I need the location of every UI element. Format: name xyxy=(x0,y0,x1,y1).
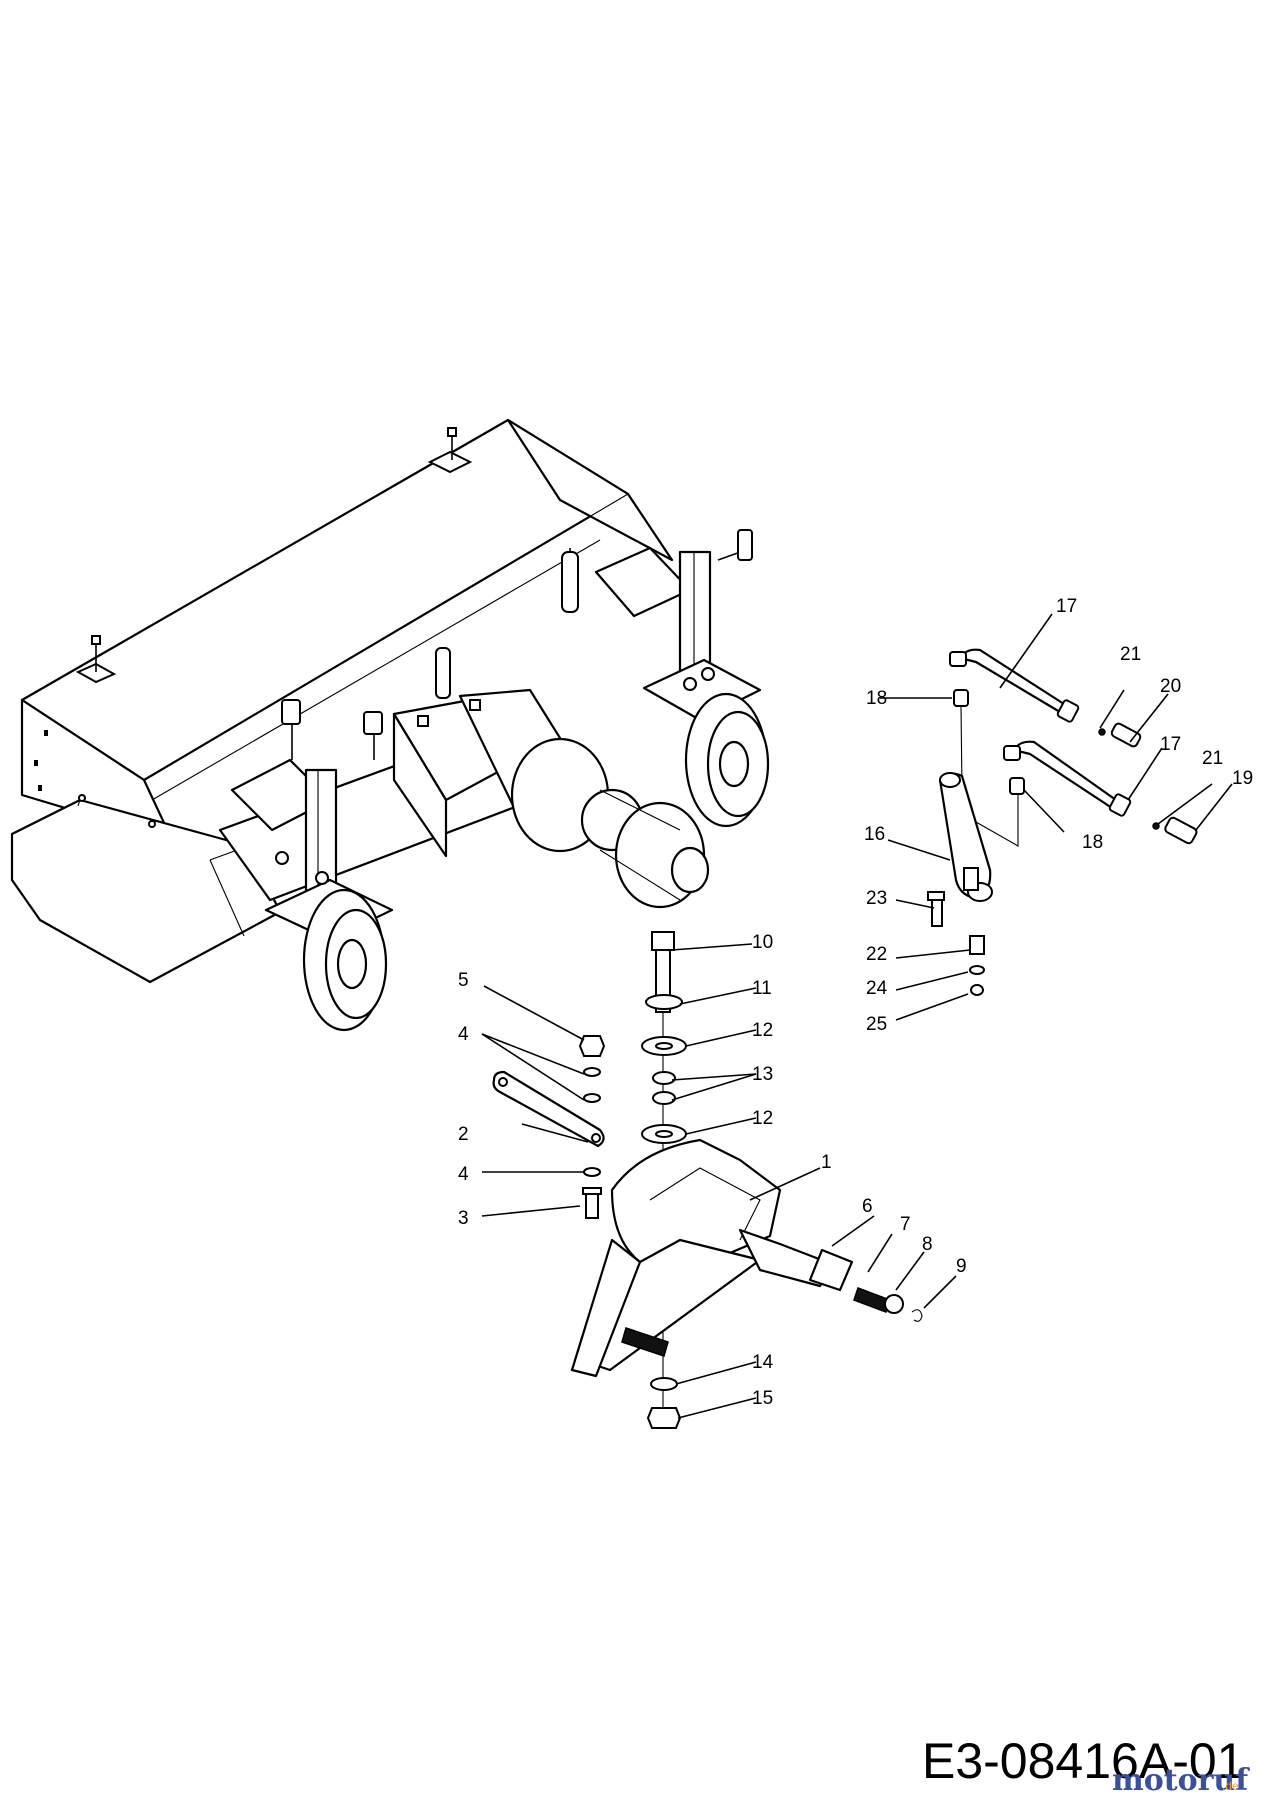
callout-23: 23 xyxy=(866,888,887,909)
callout-7: 7 xyxy=(900,1214,911,1235)
callout-20: 20 xyxy=(1160,676,1181,697)
callout-19: 19 xyxy=(1232,768,1253,789)
callout-labels: 1 2 3 4 4 5 6 7 8 9 10 11 12 13 12 14 15… xyxy=(458,596,1253,1409)
watermark-suffix: .de xyxy=(1222,1779,1239,1793)
callout-16: 16 xyxy=(864,824,885,845)
callout-3: 3 xyxy=(458,1208,469,1229)
callout-8: 8 xyxy=(922,1234,933,1255)
callout-10: 10 xyxy=(752,932,773,953)
callout-15: 15 xyxy=(752,1388,773,1409)
link-plate xyxy=(492,1035,606,1219)
callout-13: 13 xyxy=(752,1064,773,1085)
drawing-code: E3-08416A-01 xyxy=(922,1733,1244,1789)
callout-21b: 21 xyxy=(1202,748,1223,769)
callout-17b: 17 xyxy=(1160,734,1181,755)
callout-22: 22 xyxy=(866,944,887,965)
callout-25: 25 xyxy=(866,1014,887,1035)
callout-24: 24 xyxy=(866,978,888,999)
callout-4a: 4 xyxy=(458,1024,469,1045)
callout-5: 5 xyxy=(458,970,469,991)
callout-2: 2 xyxy=(458,1124,469,1145)
right-caster-wheel xyxy=(435,529,770,828)
gearbox-frame xyxy=(218,688,710,909)
callout-6: 6 xyxy=(862,1196,873,1217)
sweeper-housing xyxy=(20,418,674,842)
callout-4b: 4 xyxy=(458,1164,469,1185)
callout-11: 11 xyxy=(752,978,772,999)
bolt-stack xyxy=(641,931,687,1429)
left-caster-wheel xyxy=(230,699,394,1032)
hydraulic-hose-lower xyxy=(1003,740,1198,845)
callout-9: 9 xyxy=(956,1256,967,1277)
callout-12b: 12 xyxy=(752,1108,773,1129)
side-guard xyxy=(10,794,282,984)
callout-12a: 12 xyxy=(752,1020,773,1041)
leader-lines xyxy=(481,613,1233,1419)
callout-17a: 17 xyxy=(1056,596,1077,617)
watermark-brand: motoruf xyxy=(1112,1763,1250,1798)
callout-18a: 18 xyxy=(866,688,887,709)
hydraulic-hose-upper xyxy=(949,648,1142,748)
hose-fittings xyxy=(953,689,1025,847)
callout-1: 1 xyxy=(821,1152,832,1173)
lever-assembly xyxy=(927,772,993,996)
callout-18b: 18 xyxy=(1082,832,1103,853)
watermark: motoruf .de xyxy=(1112,1763,1250,1798)
callout-14: 14 xyxy=(752,1352,774,1373)
mounting-bracket xyxy=(570,1138,923,1378)
callout-21a: 21 xyxy=(1120,644,1141,665)
